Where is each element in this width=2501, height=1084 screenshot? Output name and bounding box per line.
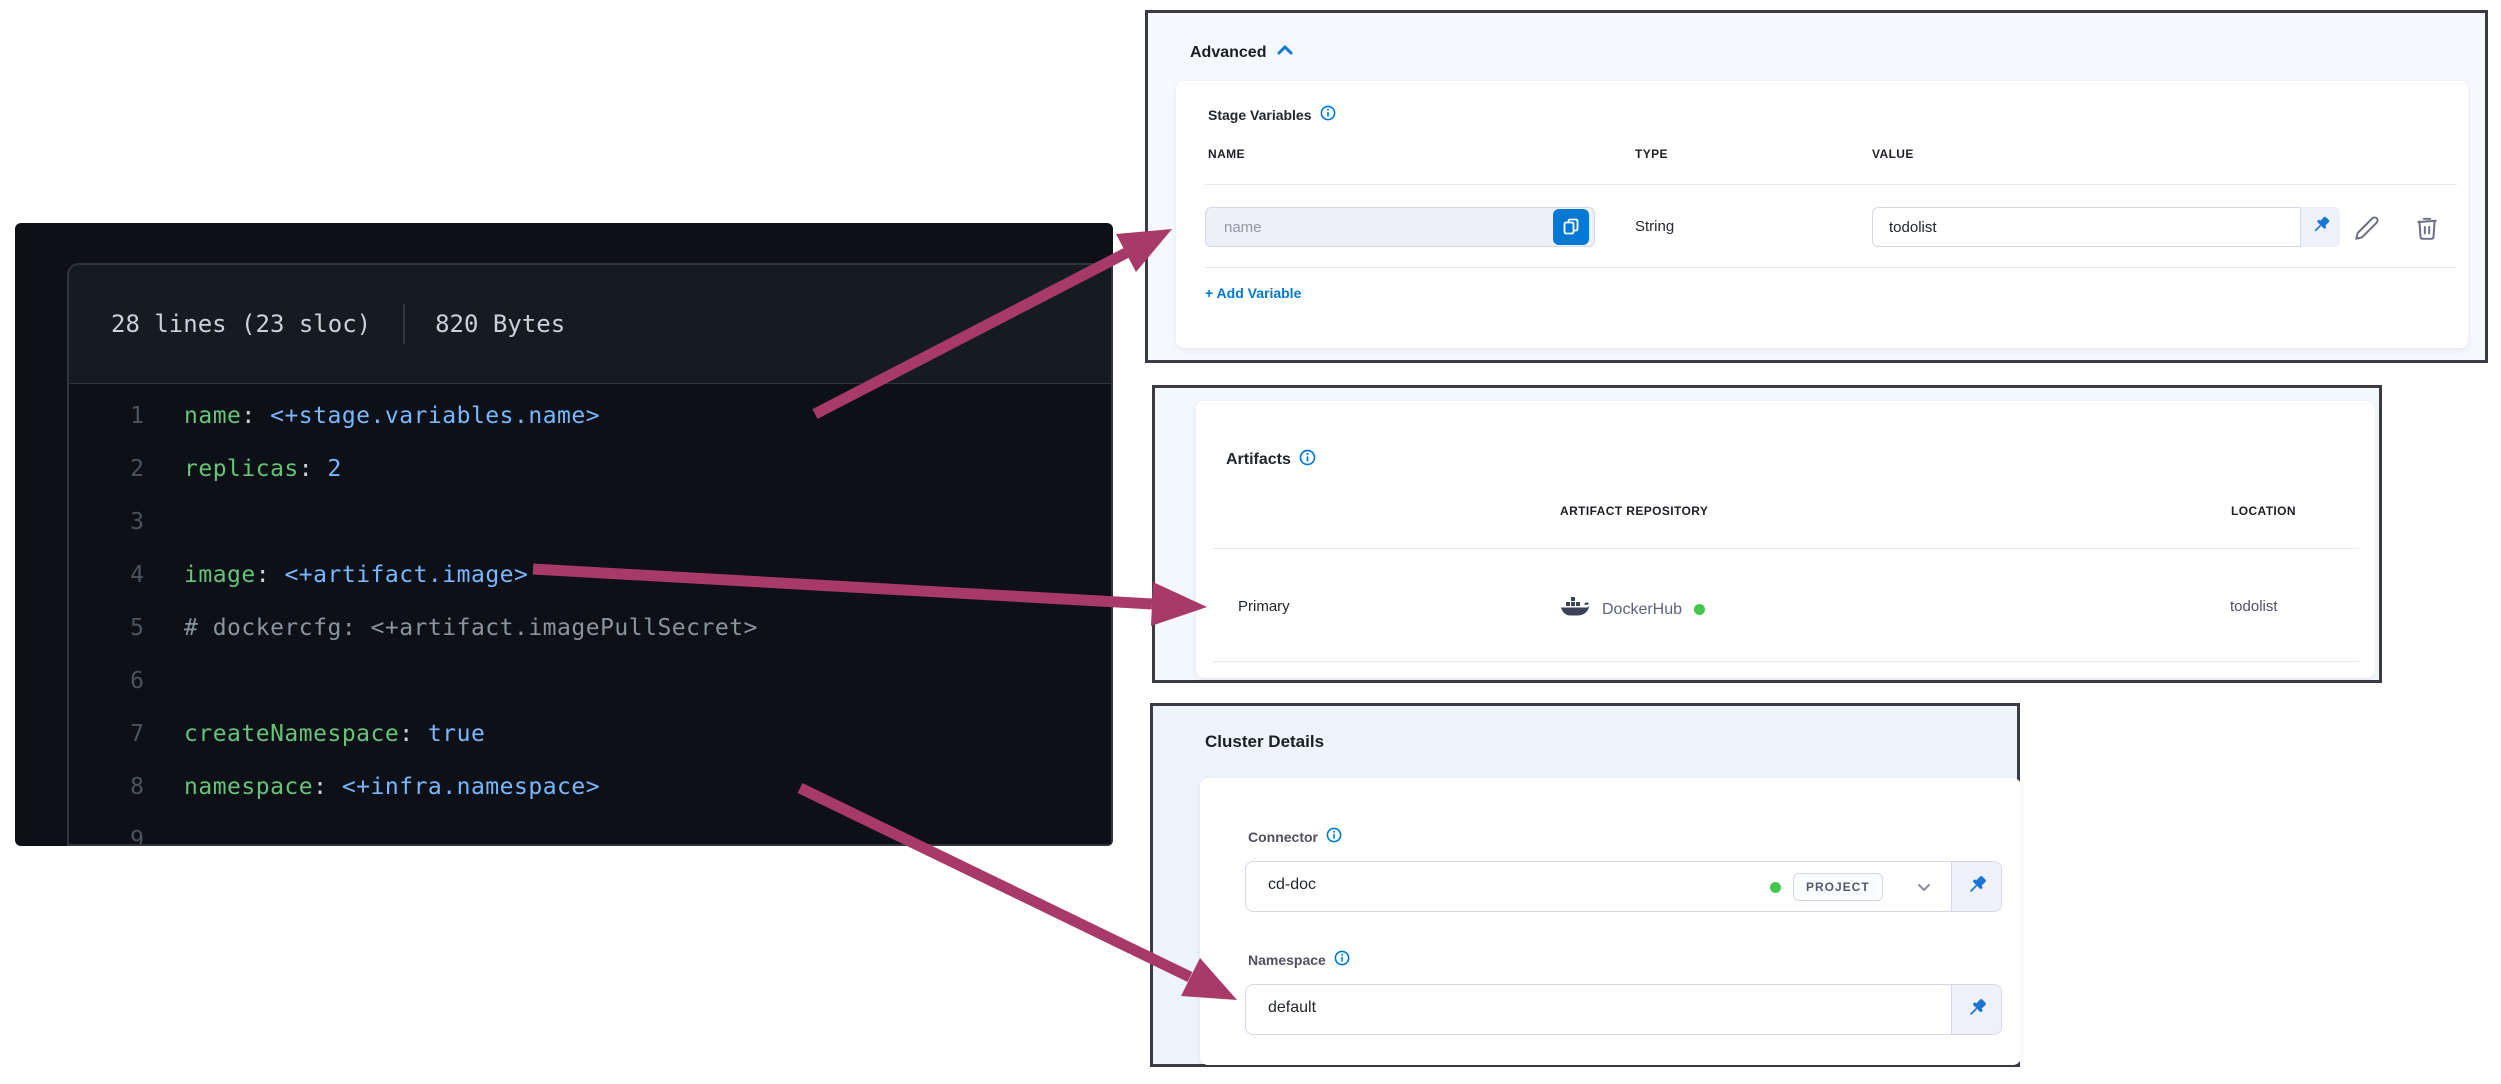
namespace-label-row: Namespace (1248, 950, 1350, 969)
stage-variables-label-row: Stage Variables (1208, 105, 1336, 124)
copy-icon (1561, 216, 1581, 239)
code-line: 8 namespace: <+infra.namespace> (69, 760, 1111, 813)
stage-variables-card: Stage Variables NAME TYPE VALUE String (1176, 81, 2468, 348)
line-number: 5 (130, 614, 144, 641)
column-header-type: TYPE (1635, 147, 1668, 161)
line-number: 7 (130, 720, 144, 747)
code-lines: 1 name: <+stage.variables.name> 2 replicas:… (69, 384, 1111, 846)
advanced-panel: Advanced Stage Variables NAME TYPE VALUE… (1145, 10, 2488, 363)
code-line: 5 # dockercfg: <+artifact.imagePullSecret… (69, 601, 1111, 654)
docker-whale-icon (1560, 595, 1590, 624)
line-text: createNamespace: true (184, 720, 486, 747)
connector-label: Connector (1248, 828, 1318, 845)
pin-icon (2309, 213, 2333, 242)
namespace-label: Namespace (1248, 951, 1326, 968)
column-header-location: LOCATION (2231, 504, 2296, 518)
column-header-artifact-repository: ARTIFACT REPOSITORY (1560, 504, 1709, 518)
code-line: 3 (69, 495, 1111, 548)
column-header-value: VALUE (1872, 147, 1914, 161)
cluster-details-panel: Cluster Details Connector cd-doc PROJECT… (1150, 703, 2021, 1067)
line-number: 2 (130, 455, 144, 482)
variable-type-text: String (1635, 218, 1675, 235)
info-icon[interactable] (1320, 105, 1336, 124)
line-number: 3 (130, 508, 144, 535)
advanced-title: Advanced (1190, 43, 1267, 61)
line-text: replicas: 2 (184, 455, 342, 482)
connector-value: cd-doc (1268, 876, 1317, 893)
code-line: 1 name: <+stage.variables.name> (69, 389, 1111, 442)
chevron-up-icon (1276, 43, 1294, 62)
code-file-box: 28 lines (23 sloc) 820 Bytes 1 name: <+st… (67, 263, 1113, 846)
code-line: 6 (69, 654, 1111, 707)
code-viewer-window: 28 lines (23 sloc) 820 Bytes 1 name: <+st… (15, 223, 1113, 846)
table-divider (1205, 184, 2457, 185)
pin-toggle[interactable] (1951, 985, 2001, 1034)
advanced-section-toggle[interactable]: Advanced (1190, 43, 1294, 62)
code-line: 7 createNamespace: true (69, 707, 1111, 760)
cluster-details-title: Cluster Details (1205, 732, 1325, 751)
line-number: 4 (130, 561, 144, 588)
pin-icon (1964, 995, 1990, 1025)
code-file-header: 28 lines (23 sloc) 820 Bytes (69, 265, 1111, 384)
artifacts-panel: Artifacts ARTIFACT REPOSITORY LOCATION P… (1152, 385, 2382, 683)
table-divider (1213, 548, 2359, 549)
line-number: 1 (130, 402, 144, 429)
edit-button[interactable] (2354, 215, 2380, 244)
stage-variables-label: Stage Variables (1208, 106, 1312, 123)
code-file-size: 820 Bytes (435, 310, 566, 338)
namespace-field[interactable]: default (1245, 984, 2002, 1035)
variable-type-button[interactable] (1553, 209, 1589, 245)
info-icon[interactable] (1326, 827, 1342, 846)
column-header-name: NAME (1208, 147, 1245, 161)
line-number: 9 (130, 826, 144, 846)
variable-name-input[interactable] (1205, 207, 1595, 247)
table-divider (1213, 661, 2359, 662)
artifact-repository-name: DockerHub (1602, 600, 1683, 618)
trash-icon (2414, 217, 2440, 244)
line-number: 6 (130, 667, 144, 694)
chevron-down-icon[interactable] (1914, 877, 1934, 901)
pin-toggle[interactable] (1951, 862, 2001, 911)
artifact-location: todolist (2230, 598, 2278, 615)
status-dot (1694, 604, 1706, 615)
line-text: name: <+stage.variables.name> (184, 402, 601, 429)
info-icon[interactable] (1299, 449, 1316, 471)
variable-value-input[interactable] (1872, 207, 2340, 247)
pin-toggle[interactable] (2300, 207, 2340, 247)
status-dot (1770, 882, 1781, 893)
code-line-stats: 28 lines (23 sloc) (111, 310, 372, 338)
cluster-details-card: Connector cd-doc PROJECT Namespace (1200, 778, 2021, 1065)
pencil-icon (2354, 216, 2380, 244)
artifacts-title: Artifacts (1226, 451, 1291, 468)
line-text: # dockercfg: <+artifact.imagePullSecret> (184, 614, 758, 641)
code-line: 2 replicas: 2 (69, 442, 1111, 495)
pin-icon (1964, 872, 1990, 902)
code-line: 9 (69, 813, 1111, 846)
code-line: 4 image: <+artifact.image> (69, 548, 1111, 601)
connector-select[interactable]: cd-doc PROJECT (1245, 861, 2002, 912)
line-text: namespace: <+infra.namespace> (184, 773, 601, 800)
variable-value-field (1872, 207, 2340, 247)
namespace-value: default (1268, 999, 1317, 1016)
artifact-row-label: Primary (1238, 598, 1290, 615)
artifact-repository-cell[interactable]: DockerHub (1560, 595, 1706, 624)
line-number: 8 (130, 773, 144, 800)
artifacts-card: Artifacts ARTIFACT REPOSITORY LOCATION P… (1196, 401, 2375, 678)
add-variable-button[interactable]: + Add Variable (1205, 285, 1302, 301)
header-separator (403, 304, 406, 344)
artifacts-title-row: Artifacts (1226, 449, 1316, 471)
table-divider (1205, 267, 2457, 268)
line-text: image: <+artifact.image> (184, 561, 529, 588)
scope-badge: PROJECT (1793, 873, 1883, 901)
delete-button[interactable] (2414, 215, 2440, 244)
info-icon[interactable] (1334, 950, 1350, 969)
connector-label-row: Connector (1248, 827, 1342, 846)
